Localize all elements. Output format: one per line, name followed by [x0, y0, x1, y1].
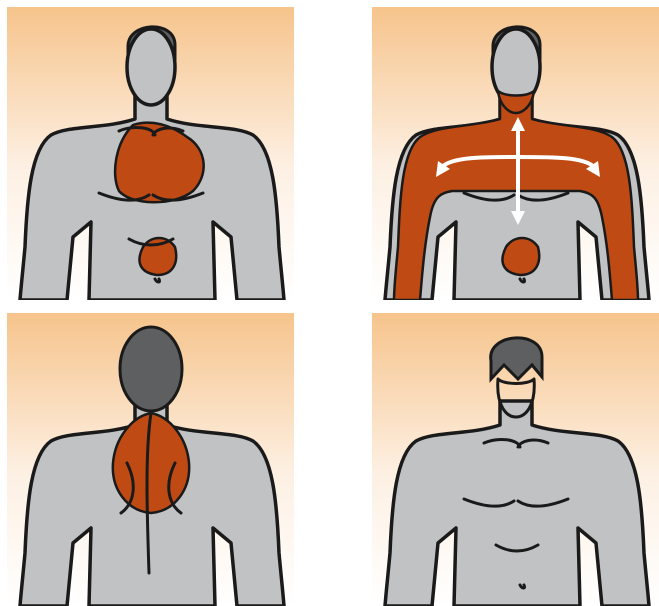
back-of-head [120, 327, 182, 411]
head-front [127, 27, 175, 105]
panel-radiating-pain [372, 7, 659, 300]
head-back [120, 327, 182, 411]
panel-back-pain [7, 313, 294, 606]
panel-pale-face [372, 313, 659, 606]
face [127, 29, 175, 105]
panel-chest-pain [7, 7, 294, 300]
abdomen-pain-area [502, 238, 539, 275]
